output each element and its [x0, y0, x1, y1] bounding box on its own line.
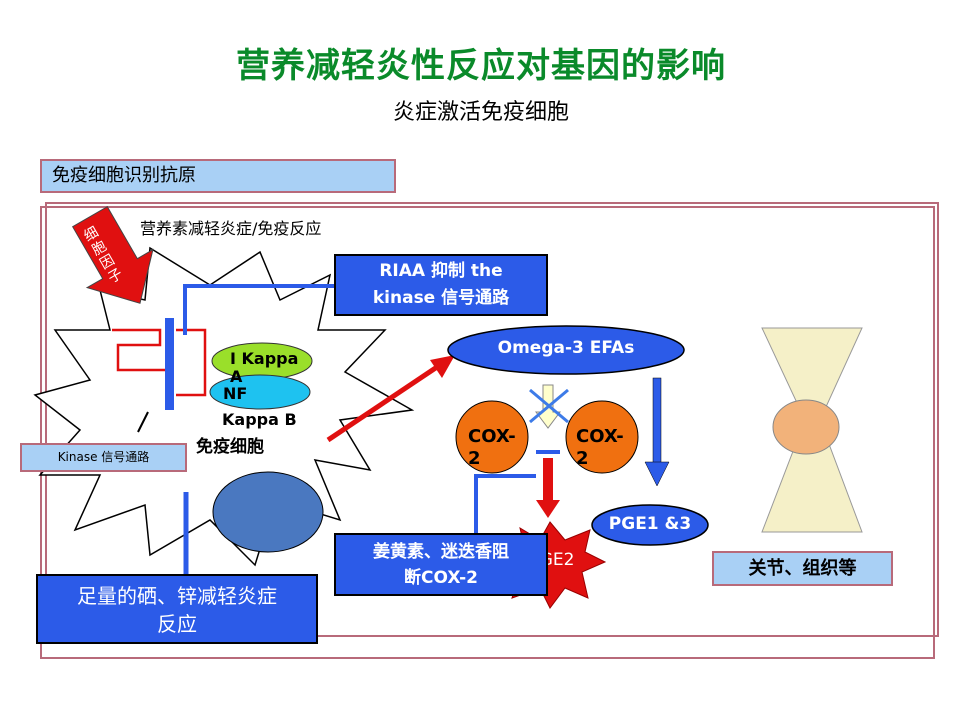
pge13-ellipse — [591, 504, 709, 546]
omega-to-pge13-shaft — [652, 377, 662, 464]
page-title: 营养减轻炎性反应对基因的影响 — [236, 46, 726, 86]
omega-to-pge13-head — [644, 461, 670, 487]
block-x-line2 — [529, 388, 569, 424]
cox2-right-circle — [565, 400, 639, 474]
omega3-label: Omega-3 EFAs — [497, 338, 635, 358]
immune-cell-label: 免疫细胞 — [196, 437, 264, 457]
frame-label: 营养素减轻炎症/免疫反应 — [140, 219, 322, 238]
recognize-antigen-box: 免疫细胞识别抗原 — [40, 159, 396, 193]
receptor-loop-left — [112, 328, 165, 372]
activation-arrow-shaft — [326, 362, 442, 443]
frame-back — [45, 202, 939, 637]
riaa-line2: kinase 信号通路 — [372, 288, 510, 308]
selenium-line2: 反应 — [157, 612, 197, 636]
cox2-left-circle — [455, 400, 529, 474]
nf-ellipse — [209, 374, 311, 410]
cox-to-pge2-shaft — [543, 458, 553, 503]
kappab-label: Kappa B — [222, 410, 297, 429]
cox2-left-label: COX-2 — [468, 426, 516, 469]
curcumin-box: 姜黄素、迷迭香阻 断COX-2 — [334, 533, 548, 596]
immune-cell-starburst — [33, 246, 415, 567]
cytokine-arrow — [71, 206, 154, 304]
kinase-pointer — [137, 411, 149, 433]
ikappa-label: I Kappa A — [230, 349, 299, 386]
riaa-line1: RIAA 抑制 the — [379, 261, 503, 281]
page-subtitle: 炎症激活免疫细胞 — [392, 100, 569, 125]
curcumin-connector — [474, 474, 536, 533]
omega3-ellipse — [447, 325, 685, 375]
joint-cartilage — [772, 399, 840, 455]
frame-front — [40, 206, 935, 659]
cox-to-pge2-head — [536, 500, 560, 518]
joint-box: 关节、组织等 — [712, 551, 893, 586]
nucleus — [212, 471, 324, 553]
activation-arrow-head — [430, 355, 455, 378]
selenium-line1: 足量的硒、锌减轻炎症 — [77, 584, 277, 608]
riaa-connector — [183, 284, 335, 335]
nf-label: NF — [223, 384, 248, 403]
curcumin-line2: 断COX-2 — [404, 568, 478, 588]
kinase-box: Kinase 信号通路 — [20, 443, 187, 472]
curcumin-line1: 姜黄素、迷迭香阻 — [373, 542, 509, 562]
pge13-label: PGE1 &3 — [608, 514, 692, 534]
cox2-right-label: COX-2 — [576, 426, 624, 469]
riaa-box: RIAA 抑制 the kinase 信号通路 — [334, 254, 548, 316]
membrane-receptor — [165, 318, 174, 410]
selenium-box: 足量的硒、锌减轻炎症 反应 — [36, 574, 318, 644]
receptor-loop-right — [176, 328, 207, 397]
